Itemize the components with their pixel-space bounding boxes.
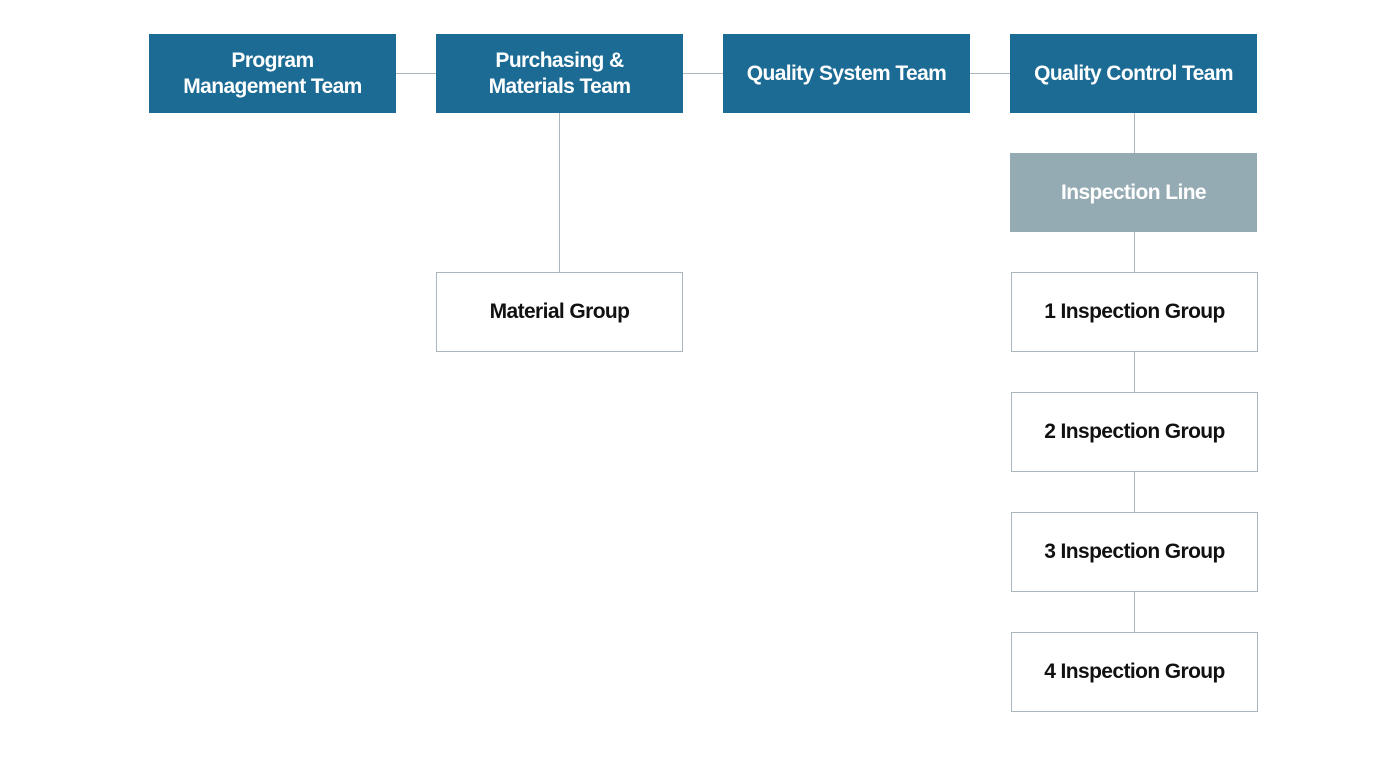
inspection-group-3-label: 3 Inspection Group [1044, 540, 1225, 563]
connector-quality-control-inspection-line [1134, 113, 1135, 153]
inspection-group-4-label: 4 Inspection Group [1044, 660, 1225, 683]
quality-control-team-box: Quality Control Team [1010, 34, 1257, 113]
purchasing-materials-team-box: Purchasing & Materials Team [436, 34, 683, 113]
connector-group-3-group-4 [1134, 591, 1135, 632]
inspection-group-1-label: 1 Inspection Group [1044, 300, 1225, 323]
connector-program-purchasing [396, 73, 436, 74]
purchasing-materials-team-label: Purchasing & Materials Team [488, 48, 631, 98]
inspection-line-box: Inspection Line [1010, 153, 1257, 232]
connector-purchasing-quality-system [683, 73, 723, 74]
connector-purchasing-material-group [559, 113, 560, 272]
inspection-group-4-box: 4 Inspection Group [1011, 632, 1258, 712]
inspection-group-3-box: 3 Inspection Group [1011, 512, 1258, 592]
connector-group-1-group-2 [1134, 351, 1135, 392]
program-management-team-box: Program Management Team [149, 34, 396, 113]
quality-control-team-label: Quality Control Team [1034, 61, 1233, 85]
inspection-group-1-box: 1 Inspection Group [1011, 272, 1258, 352]
connector-inspection-line-group-1 [1134, 232, 1135, 272]
material-group-box: Material Group [436, 272, 683, 352]
quality-system-team-label: Quality System Team [746, 61, 947, 85]
inspection-line-label: Inspection Line [1060, 180, 1207, 204]
connector-group-2-group-3 [1134, 471, 1135, 512]
program-management-team-label: Program Management Team [183, 48, 362, 98]
inspection-group-2-label: 2 Inspection Group [1044, 420, 1225, 443]
material-group-label: Material Group [489, 300, 630, 323]
inspection-group-2-box: 2 Inspection Group [1011, 392, 1258, 472]
connector-quality-system-quality-control [970, 73, 1010, 74]
quality-system-team-box: Quality System Team [723, 34, 970, 113]
